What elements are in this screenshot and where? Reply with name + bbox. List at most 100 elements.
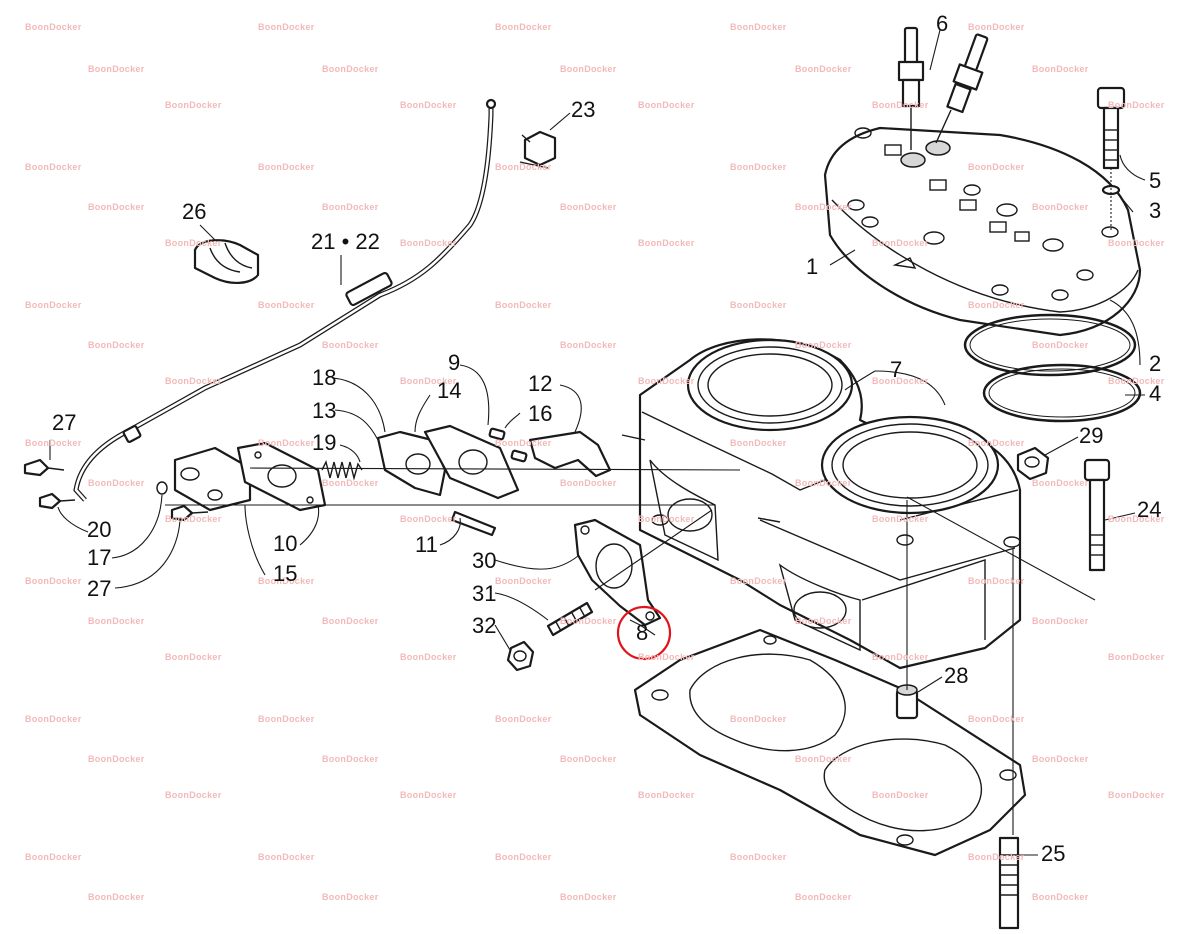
- watermark: BoonDocker: [400, 376, 457, 386]
- watermark: BoonDocker: [25, 300, 82, 310]
- callout-24: 24: [1137, 497, 1162, 522]
- callout-8: 8: [636, 620, 649, 645]
- exhaust-gasket: [573, 518, 662, 627]
- callout-18: 18: [312, 365, 337, 390]
- watermark: BoonDocker: [88, 340, 145, 350]
- callout-25: 25: [1041, 841, 1066, 866]
- watermark: BoonDocker: [165, 514, 222, 524]
- watermark: BoonDocker: [88, 616, 145, 626]
- callout-9: 9: [448, 350, 461, 375]
- callout-7: 7: [890, 357, 903, 382]
- watermark: BoonDocker: [968, 22, 1025, 32]
- watermark: BoonDocker: [730, 438, 787, 448]
- watermark: BoonDocker: [400, 514, 457, 524]
- watermark: BoonDocker: [638, 514, 695, 524]
- control-cable: [73, 98, 497, 502]
- callout-23: 23: [571, 97, 596, 122]
- watermark: BoonDocker: [165, 652, 222, 662]
- watermark: BoonDocker: [88, 892, 145, 902]
- callout-6: 6: [936, 11, 949, 36]
- watermark: BoonDocker: [322, 340, 379, 350]
- callout-21-22: 21 • 22: [311, 229, 380, 254]
- watermark: BoonDocker: [560, 202, 617, 212]
- watermark: BoonDocker: [1032, 754, 1089, 764]
- watermark: BoonDocker: [495, 22, 552, 32]
- watermark: BoonDocker: [560, 616, 617, 626]
- callout-13: 13: [312, 398, 337, 423]
- exhaust-valve-assembly: [23, 424, 612, 537]
- watermark: BoonDocker: [560, 64, 617, 74]
- callout-19: 19: [312, 430, 337, 455]
- watermark: BoonDocker: [88, 478, 145, 488]
- watermark: BoonDocker: [730, 162, 787, 172]
- watermark: BoonDocker: [165, 238, 222, 248]
- watermark: BoonDocker: [258, 300, 315, 310]
- stud-and-nut: [506, 601, 594, 672]
- watermark: BoonDocker: [968, 162, 1025, 172]
- callout-20: 20: [87, 517, 112, 542]
- watermark: BoonDocker: [25, 162, 82, 172]
- watermark: BoonDocker: [1108, 100, 1165, 110]
- watermark: BoonDocker: [165, 376, 222, 386]
- watermark: BoonDocker: [638, 376, 695, 386]
- watermark: BoonDocker: [25, 852, 82, 862]
- watermark: BoonDocker: [495, 438, 552, 448]
- watermark: BoonDocker: [795, 892, 852, 902]
- watermark: BoonDocker: [1108, 514, 1165, 524]
- cable-clamp: [193, 239, 260, 284]
- watermark: BoonDocker: [400, 652, 457, 662]
- watermark: BoonDocker: [872, 376, 929, 386]
- watermark: BoonDocker: [1108, 790, 1165, 800]
- callout-5: 5: [1149, 168, 1162, 193]
- watermark: BoonDocker: [872, 238, 929, 248]
- watermark: BoonDocker: [968, 576, 1025, 586]
- watermark: BoonDocker: [495, 852, 552, 862]
- watermark: BoonDocker: [88, 754, 145, 764]
- callout-16: 16: [528, 401, 553, 426]
- watermark: BoonDocker: [872, 652, 929, 662]
- cylinder-block: [621, 338, 1022, 670]
- watermark: BoonDocker: [165, 100, 222, 110]
- watermark: BoonDocker: [730, 300, 787, 310]
- callout-29: 29: [1079, 423, 1104, 448]
- watermark: BoonDocker: [560, 340, 617, 350]
- callout-27-top: 27: [52, 410, 77, 435]
- watermark: BoonDocker: [795, 340, 852, 350]
- watermark: BoonDocker: [258, 714, 315, 724]
- watermark: BoonDocker: [88, 64, 145, 74]
- watermark: BoonDocker: [25, 714, 82, 724]
- watermark: BoonDocker: [638, 238, 695, 248]
- o-rings: [963, 313, 1142, 423]
- callout-15: 15: [273, 561, 298, 586]
- watermark: BoonDocker: [730, 576, 787, 586]
- watermark: BoonDocker: [88, 202, 145, 212]
- watermark: BoonDocker: [495, 714, 552, 724]
- highlight-circle: [616, 605, 672, 661]
- callout-17: 17: [87, 545, 112, 570]
- cylinder-head: [823, 126, 1142, 337]
- callout-12: 12: [528, 371, 553, 396]
- watermark: BoonDocker: [495, 576, 552, 586]
- watermark: BoonDocker: [1032, 616, 1089, 626]
- watermark: BoonDocker: [258, 576, 315, 586]
- callout-31: 31: [472, 581, 497, 606]
- watermark: BoonDocker: [322, 754, 379, 764]
- watermark: BoonDocker: [638, 790, 695, 800]
- leader-lines: [49, 29, 1146, 856]
- callout-32: 32: [472, 613, 497, 638]
- watermark: BoonDocker: [560, 478, 617, 488]
- watermark: BoonDocker: [1032, 340, 1089, 350]
- watermark: BoonDocker: [638, 100, 695, 110]
- callout-2: 2: [1149, 351, 1162, 376]
- watermark: BoonDocker: [258, 162, 315, 172]
- watermark: BoonDocker: [165, 790, 222, 800]
- watermark: BoonDocker: [1108, 376, 1165, 386]
- long-stud: [998, 836, 1020, 930]
- watermark: BoonDocker: [258, 22, 315, 32]
- watermark: BoonDocker: [258, 438, 315, 448]
- watermark: BoonDocker: [1032, 478, 1089, 488]
- watermark: BoonDocker: [322, 202, 379, 212]
- watermark: BoonDocker: [968, 714, 1025, 724]
- watermark: BoonDocker: [560, 754, 617, 764]
